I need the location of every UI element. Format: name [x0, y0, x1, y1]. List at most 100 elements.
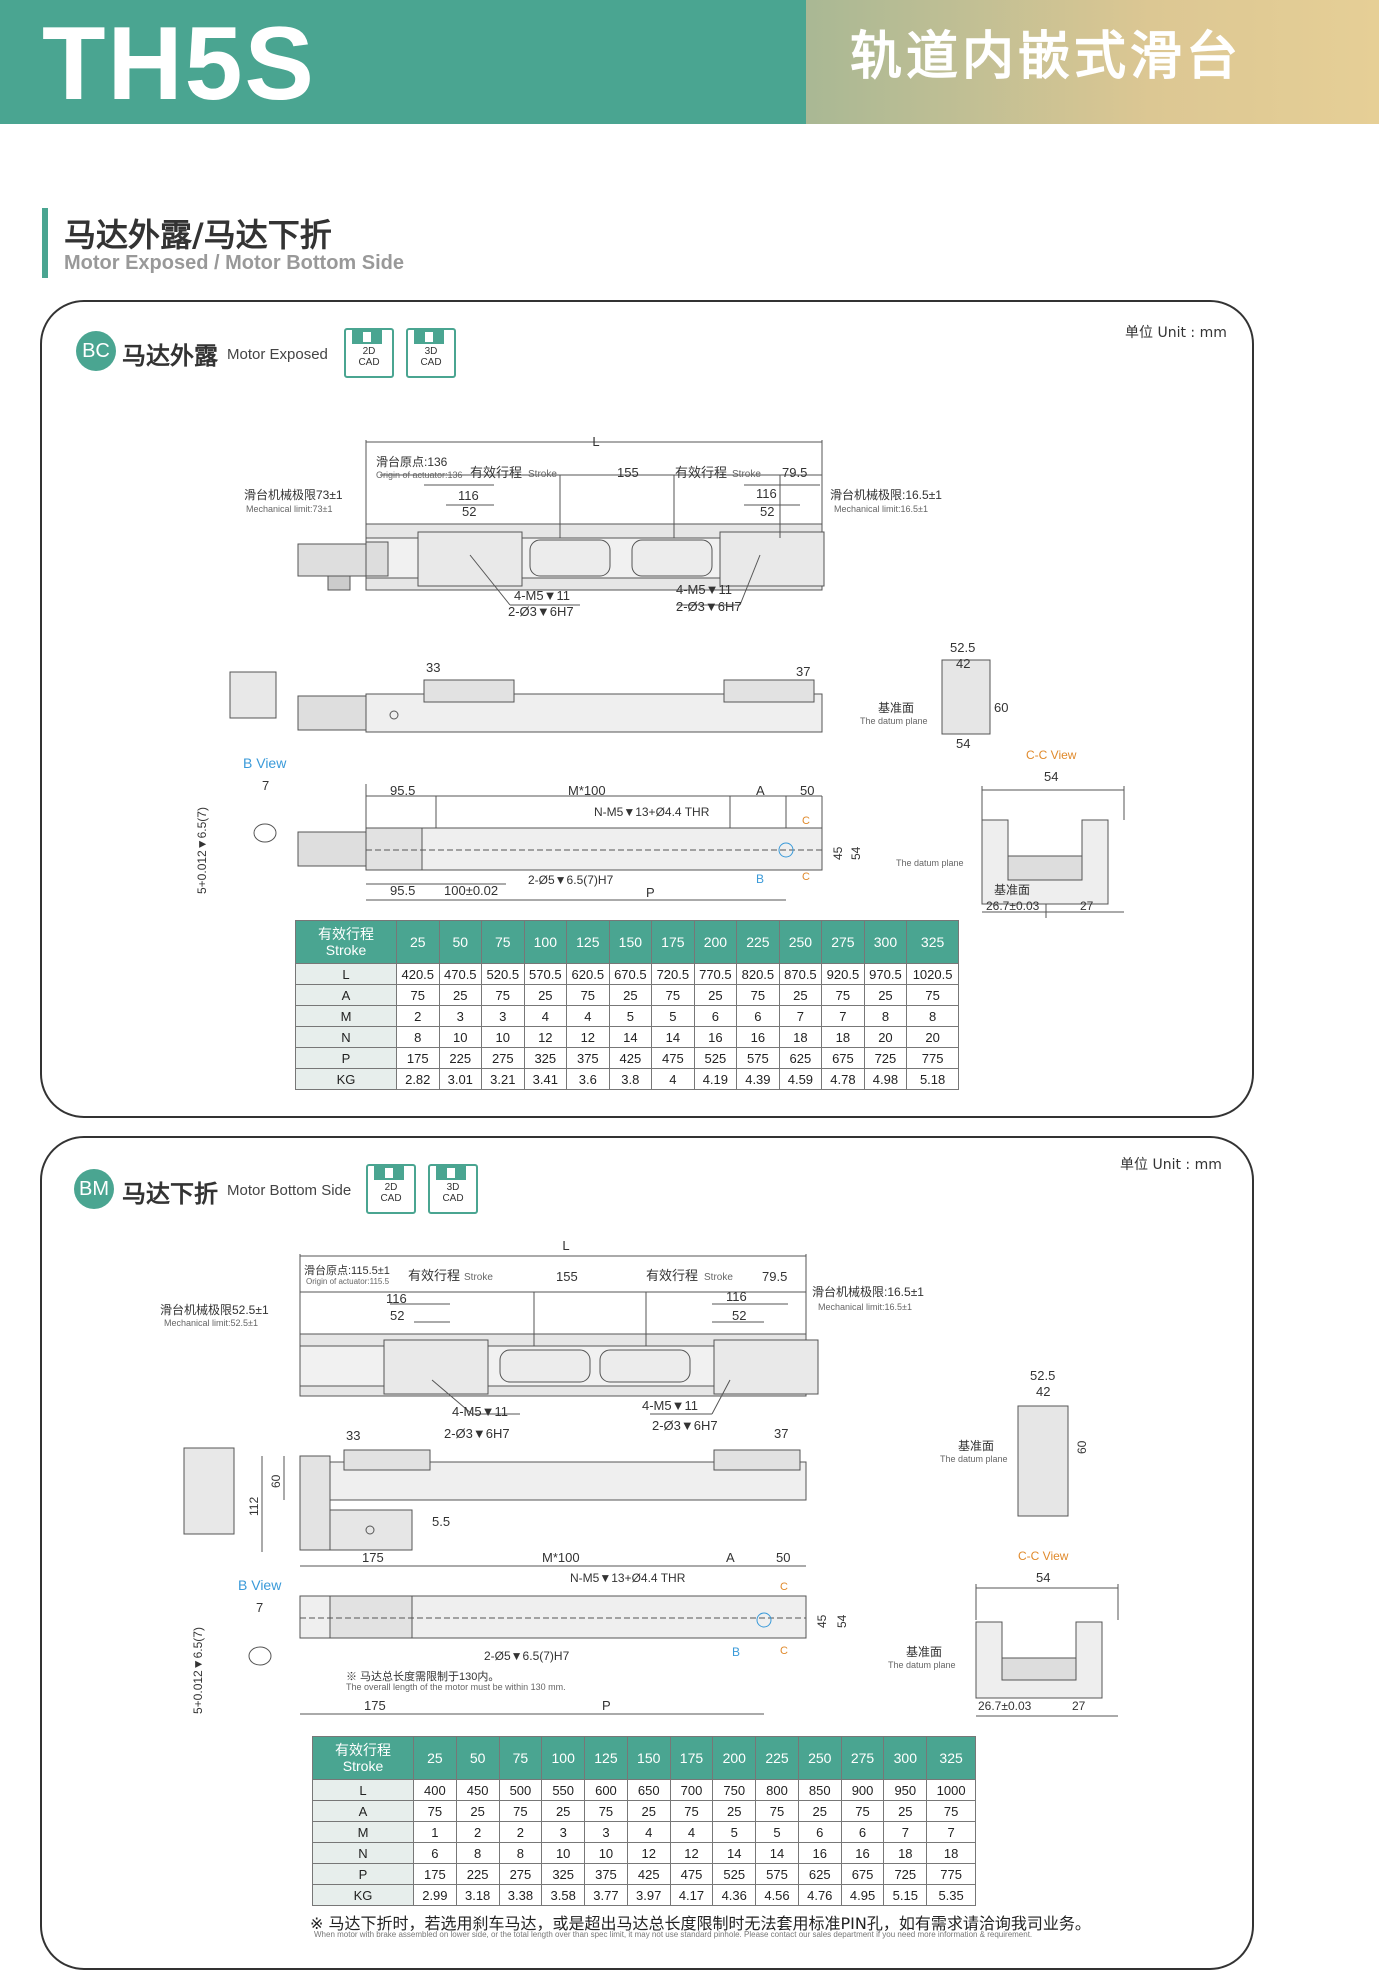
svg-text:The datum plane: The datum plane — [940, 1454, 1008, 1464]
motor-top — [297, 543, 367, 577]
table-cell: 3.21 — [481, 1068, 525, 1090]
table-cell: 525 — [712, 1863, 757, 1885]
svg-text:100±0.02: 100±0.02 — [444, 883, 498, 898]
svg-text:175: 175 — [362, 1550, 384, 1565]
svg-text:79.5: 79.5 — [762, 1269, 787, 1284]
table-cell: 775 — [926, 1863, 976, 1885]
table-cell: 650 — [626, 1779, 671, 1801]
table-cell: 375 — [584, 1863, 628, 1885]
table-cell: 800 — [755, 1779, 799, 1801]
table-cell: 3.58 — [541, 1884, 586, 1906]
svg-text:79.5: 79.5 — [782, 465, 807, 480]
svg-text:A: A — [756, 783, 765, 798]
svg-text:C-C View: C-C View — [1018, 1549, 1069, 1563]
table-cell: 900 — [840, 1779, 885, 1801]
table-cell: 6 — [413, 1842, 457, 1864]
table-cell: 25 — [712, 1800, 757, 1822]
table-cell: 550 — [541, 1779, 586, 1801]
row-label: KG — [312, 1884, 414, 1906]
svg-text:42: 42 — [1036, 1384, 1050, 1399]
svg-text:C: C — [780, 1645, 788, 1657]
row-label: N — [312, 1842, 414, 1864]
table-cell: 18 — [821, 1026, 865, 1048]
table-cell: 275 — [498, 1863, 543, 1885]
svg-text:B View: B View — [243, 755, 287, 771]
motor-end-view — [183, 1447, 235, 1535]
svg-text:A: A — [726, 1550, 735, 1565]
svg-text:P: P — [602, 1698, 611, 1713]
table-cell: 4.78 — [821, 1068, 865, 1090]
footnote-en: When motor with brake assembled on lower… — [314, 1930, 1033, 1939]
svg-text:5+0.012▼6.5(7): 5+0.012▼6.5(7) — [195, 807, 209, 894]
svg-text:滑台机械极限73±1: 滑台机械极限73±1 — [244, 487, 343, 502]
dims-bc: L 滑台原点:136 Origin of actuator:136 有效行程 S… — [195, 434, 1094, 913]
svg-text:52.5: 52.5 — [950, 640, 975, 655]
svg-text:Origin of actuator:136: Origin of actuator:136 — [376, 470, 463, 480]
svg-text:N-M5▼13+Ø4.4 THR: N-M5▼13+Ø4.4 THR — [594, 805, 710, 819]
table-cell: 450 — [455, 1779, 500, 1801]
svg-text:有效行程: 有效行程 — [408, 1268, 460, 1283]
table-cell: 625 — [797, 1863, 842, 1885]
table-cell: 4 — [523, 1005, 568, 1027]
svg-text:2-Ø5▼6.5(7)H7: 2-Ø5▼6.5(7)H7 — [484, 1649, 570, 1663]
svg-text:52: 52 — [390, 1308, 404, 1323]
table-cell: 2.82 — [396, 1068, 440, 1090]
row-label: KG — [295, 1068, 397, 1090]
panel-title-en: Motor Exposed — [227, 346, 328, 363]
table-cell: 18 — [883, 1842, 928, 1864]
svg-text:基准面: 基准面 — [878, 701, 914, 715]
table-cell: 7 — [926, 1821, 976, 1843]
table-cell: 4 — [669, 1821, 714, 1843]
svg-text:60: 60 — [994, 700, 1008, 715]
svg-text:52.5: 52.5 — [1030, 1368, 1055, 1383]
table-cell: 4 — [651, 1068, 695, 1090]
table-cell: 1020.5 — [906, 963, 959, 985]
table-cell: 970.5 — [863, 963, 908, 985]
svg-text:2-Ø3▼6H7: 2-Ø3▼6H7 — [444, 1426, 510, 1441]
rail-bottom-view — [365, 827, 823, 871]
table-cell: 75 — [736, 984, 780, 1006]
table-cell: 575 — [755, 1863, 799, 1885]
svg-text:52: 52 — [732, 1308, 746, 1323]
table-cell: 75 — [413, 1800, 457, 1822]
row-label: L — [312, 1779, 414, 1801]
table-cell: 620.5 — [566, 963, 610, 985]
table-cell: 850 — [797, 1779, 842, 1801]
row-label: N — [295, 1026, 397, 1048]
table-cell: 175 — [413, 1863, 457, 1885]
table-cell: 1 — [413, 1821, 457, 1843]
table-cell: 3 — [541, 1821, 586, 1843]
svg-text:7: 7 — [262, 778, 269, 793]
table-cell: 750 — [712, 1779, 757, 1801]
svg-text:37: 37 — [796, 664, 810, 679]
svg-text:Stroke: Stroke — [464, 1272, 493, 1283]
svg-text:116: 116 — [386, 1291, 407, 1306]
table-cell: 420.5 — [396, 963, 440, 985]
section-subtitle: Motor Exposed / Motor Bottom Side — [64, 252, 404, 274]
table-cell: 75 — [906, 984, 959, 1006]
table-cell: 5.35 — [926, 1884, 976, 1906]
svg-text:滑台机械极限:16.5±1: 滑台机械极限:16.5±1 — [830, 487, 942, 502]
svg-text:5.5: 5.5 — [432, 1514, 450, 1529]
table-cell: 75 — [926, 1800, 976, 1822]
svg-text:155: 155 — [617, 465, 639, 480]
svg-text:45: 45 — [831, 846, 845, 860]
table-cell: 5 — [712, 1821, 757, 1843]
svg-text:The datum plane: The datum plane — [860, 716, 928, 726]
svg-text:4-M5▼11: 4-M5▼11 — [642, 1398, 698, 1413]
table-cell: 75 — [584, 1800, 628, 1822]
svg-text:基准面: 基准面 — [958, 1439, 994, 1453]
svg-text:The datum plane: The datum plane — [888, 1660, 956, 1670]
svg-text:N-M5▼13+Ø4.4 THR: N-M5▼13+Ø4.4 THR — [570, 1571, 686, 1585]
table-cell: 16 — [797, 1842, 842, 1864]
svg-text:L: L — [592, 434, 599, 449]
svg-text:B View: B View — [238, 1577, 282, 1593]
svg-text:B: B — [756, 872, 764, 886]
